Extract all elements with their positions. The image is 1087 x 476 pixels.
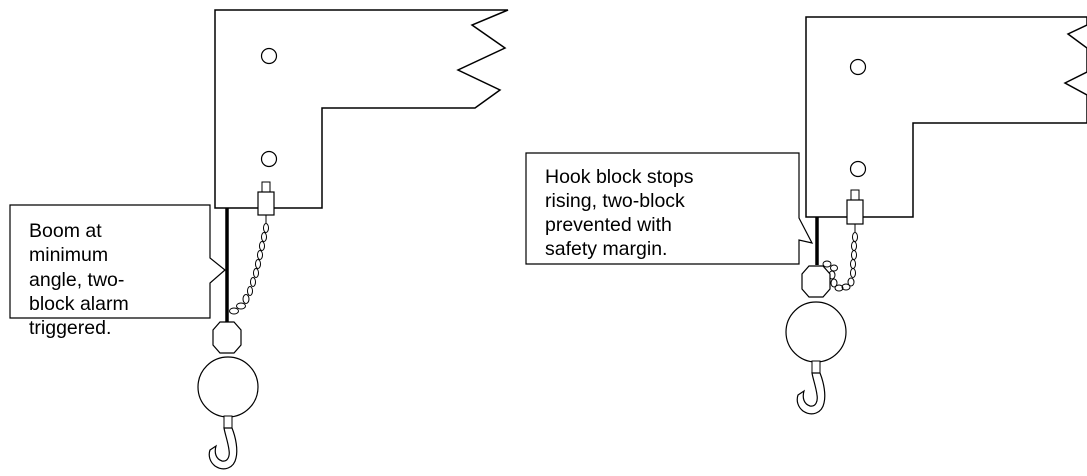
anti-two-block-switch-small-left: [261, 181, 271, 193]
callout-line: block alarm: [29, 293, 129, 315]
hook-right: [796, 372, 826, 415]
hook-block-left: [197, 356, 259, 418]
callout-line: safety margin.: [545, 238, 667, 260]
anti-two-block-weight-left: [212, 321, 242, 354]
hook-block-right: [785, 301, 847, 363]
sheave-pin-bottom-right: [849, 160, 867, 178]
sheave-pin-top-left: [260, 47, 278, 65]
panel-left: Boom at minimum angle, two- block alarm …: [9, 9, 509, 470]
anti-two-block-switch-small-right: [850, 189, 860, 201]
callout-line: angle, two-: [29, 269, 124, 291]
anti-two-block-switch-right: [846, 199, 864, 225]
callout-bubble-right: [525, 152, 814, 265]
callout-line: minimum: [29, 244, 108, 266]
callout-line: Hook block stops: [545, 166, 694, 188]
hook-shank-right: [811, 360, 821, 374]
callout-line: Boom at: [29, 220, 102, 242]
panel-right: Hook block stops rising, two-block preve…: [525, 16, 1087, 415]
callout-line: rising, two-block: [545, 190, 685, 212]
callout-text-left: Boom at minimum angle, two- block alarm …: [29, 220, 134, 339]
boom-tip-left: [214, 9, 509, 209]
sheave-pin-bottom-left: [260, 150, 278, 168]
chain-left: [229, 223, 269, 315]
hook-left: [208, 427, 238, 470]
hook-shank-left: [223, 415, 233, 429]
callout-line: prevented with: [545, 214, 672, 236]
boom-tip-right: [805, 16, 1087, 218]
chain-right: [822, 232, 858, 292]
sheave-pin-top-right: [849, 58, 867, 76]
callout-bubble-left: [9, 204, 226, 319]
callout-line: triggered.: [29, 317, 111, 339]
anti-two-block-switch-left: [257, 191, 275, 216]
callout-text-right: Hook block stops rising, two-block preve…: [545, 166, 699, 260]
anti-two-block-weight-right: [801, 265, 831, 298]
